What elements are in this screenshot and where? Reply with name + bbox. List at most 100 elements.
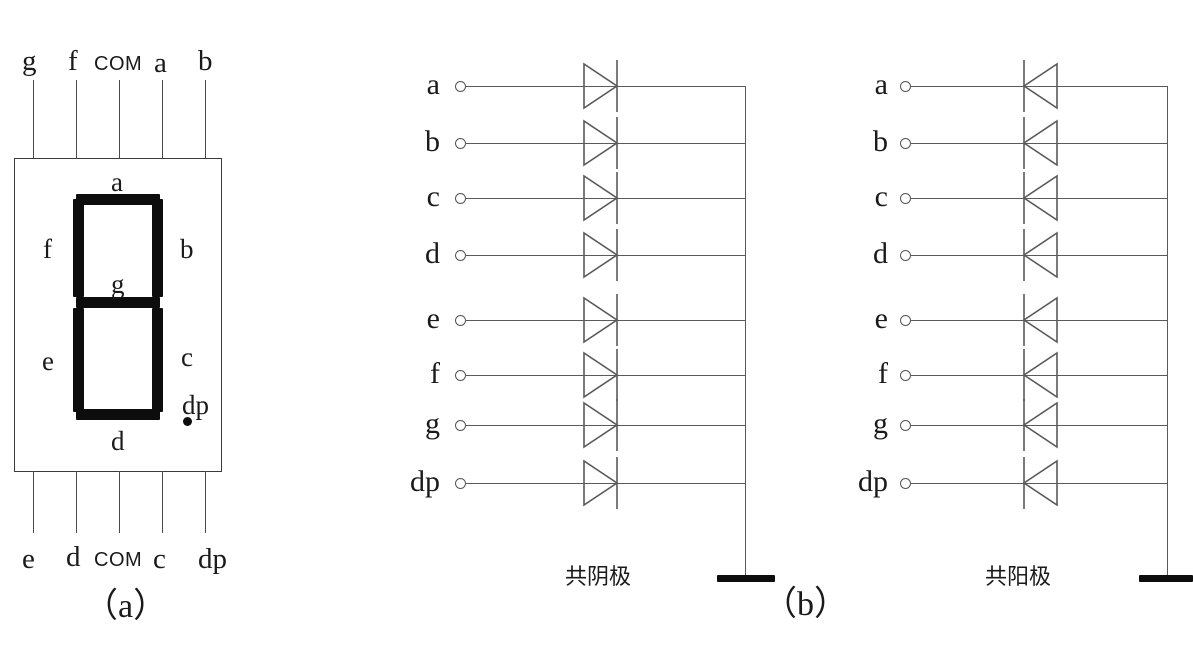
row-label-anode-c: c [874,180,888,213]
figure-caption-a: （a） [84,588,168,625]
caption-common-anode: 共阳极 [985,564,1052,589]
row-label-c: c [426,180,440,213]
terminal-anode-a[interactable] [900,81,911,92]
wire-f [466,375,746,376]
caption-common-cathode: 共阴极 [565,564,632,589]
terminal-anode-g[interactable] [900,420,911,431]
diode-c [583,172,619,224]
row-label-b: b [425,125,440,158]
terminal-anode-f[interactable] [900,370,911,381]
terminal-f[interactable] [455,370,466,381]
wire-anode-b [911,143,1168,144]
pin-label-bottom-dp: dp [198,543,227,575]
pin-wire-top-b [205,80,206,159]
pin-wire-bottom-com [119,471,120,533]
terminal-e[interactable] [455,315,466,326]
wire-anode-d [911,255,1168,256]
diode-anode-c [1022,172,1058,224]
diode-anode-dp [1022,457,1058,509]
ground-symbol [717,575,775,582]
diode-anode-b [1022,117,1058,169]
row-label-anode-a: a [874,68,888,101]
terminal-anode-d[interactable] [900,250,911,261]
terminal-anode-b[interactable] [900,138,911,149]
diode-a [583,60,619,112]
segment-label-b: b [180,234,194,264]
row-label-anode-g: g [873,407,888,440]
segment-label-g: g [111,269,125,299]
pin-label-top-a: a [154,47,167,79]
segment-b [152,199,163,297]
pin-label-top-g: g [22,45,37,77]
wire-anode-a [911,86,1168,87]
diode-anode-d [1022,229,1058,281]
pin-wire-bottom-e [33,471,34,533]
diode-anode-g [1022,399,1058,451]
wire-anode-dp [911,483,1168,484]
wire-e [466,320,746,321]
row-label-g: g [425,407,440,440]
wire-d [466,255,746,256]
pin-label-top-b: b [198,45,213,77]
row-label-d: d [425,237,440,270]
terminal-dp[interactable] [455,478,466,489]
segment-label-f: f [43,234,52,264]
pin-label-top-com: COM [94,53,143,75]
diode-dp [583,457,619,509]
segment-d [76,409,160,420]
diode-f [583,349,619,401]
terminal-anode-c[interactable] [900,193,911,204]
pin-label-bottom-com: COM [94,549,143,571]
pin-label-bottom-d: d [66,541,81,573]
row-label-a: a [426,68,440,101]
segment-e [73,308,84,412]
wire-g [466,425,746,426]
diode-e [583,294,619,346]
pin-wire-top-a [162,80,163,159]
terminal-g[interactable] [455,420,466,431]
row-label-f: f [430,357,440,390]
terminal-d[interactable] [455,250,466,261]
terminal-c[interactable] [455,193,466,204]
wire-anode-e [911,320,1168,321]
segment-g [76,297,160,308]
wire-a [466,86,746,87]
terminal-a[interactable] [455,81,466,92]
pin-wire-top-f [76,80,77,159]
wire-dp [466,483,746,484]
decimal-point-dot [183,417,192,426]
diode-b [583,117,619,169]
diode-anode-e [1022,294,1058,346]
segment-label-d: d [111,426,125,456]
row-label-anode-dp: dp [858,465,888,498]
terminal-b[interactable] [455,138,466,149]
segment-c [152,308,163,412]
diode-anode-a [1022,60,1058,112]
row-label-dp: dp [410,465,440,498]
diode-d [583,229,619,281]
diode-anode-f [1022,349,1058,401]
pin-label-bottom-c: c [153,543,166,575]
row-label-e: e [426,302,440,335]
segment-label-c: c [181,342,193,372]
row-label-anode-b: b [873,125,888,158]
pin-wire-top-g [33,80,34,159]
segment-label-a: a [111,167,123,197]
pin-wire-bottom-d [76,471,77,533]
ground-symbol-anode [1139,575,1193,582]
pin-label-bottom-e: e [22,543,35,575]
display-package-outline [14,158,222,472]
row-label-anode-e: e [874,302,888,335]
wire-c [466,198,746,199]
wire-b [466,143,746,144]
pin-wire-bottom-c [162,471,163,533]
wire-anode-f [911,375,1168,376]
terminal-anode-e[interactable] [900,315,911,326]
pin-label-top-f: f [68,45,78,77]
common-bus-rail [745,86,746,578]
terminal-anode-dp[interactable] [900,478,911,489]
segment-label-dp: dp [182,390,209,420]
segment-label-e: e [42,346,54,376]
common-bus-rail-anode [1167,86,1168,578]
